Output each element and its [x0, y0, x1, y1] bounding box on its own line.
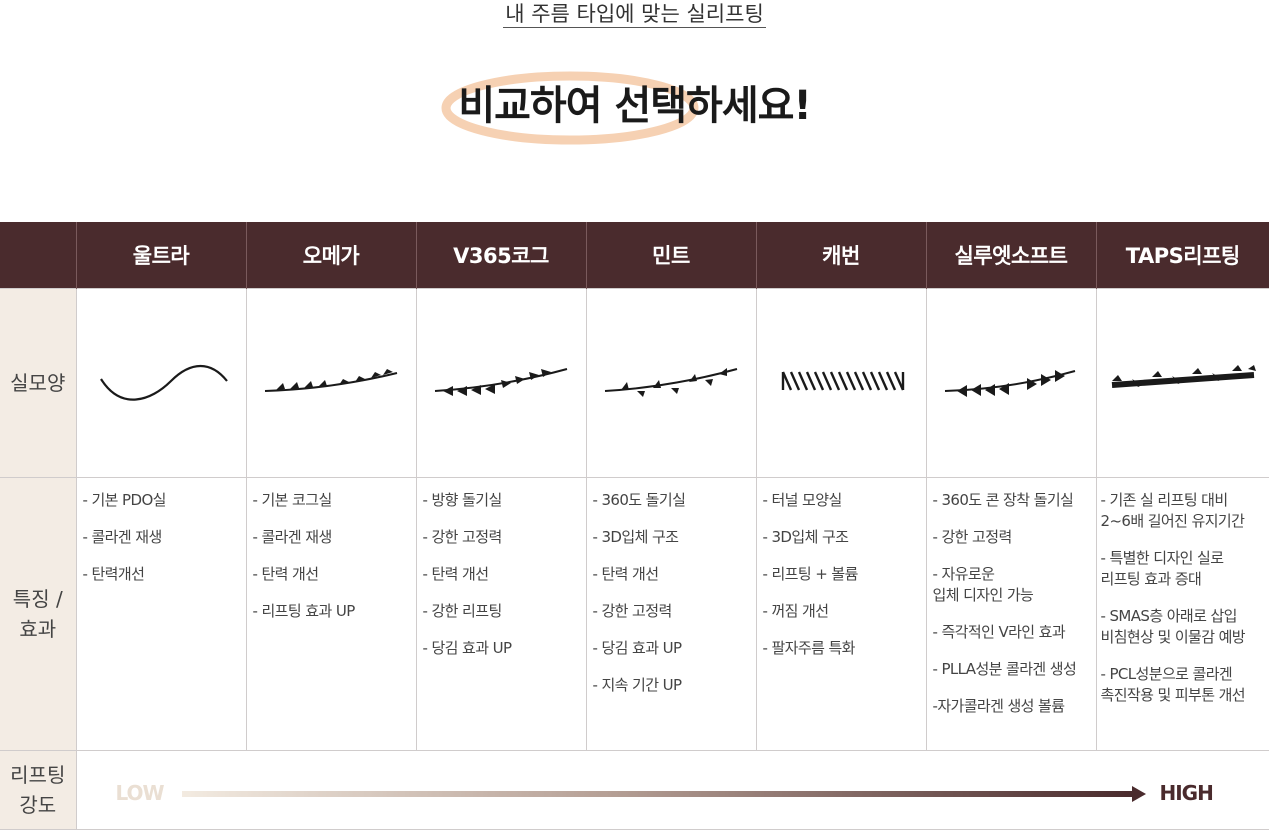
highlight-ellipse-icon: [441, 71, 699, 145]
col-mint: 민트: [585, 222, 756, 289]
feature-item: - 특별한 디자인 실로 리프팅 효과 증대: [1100, 549, 1225, 588]
header-corner: [0, 222, 76, 289]
intensity-scale: LOW HIGH: [75, 750, 1269, 830]
feature-item: - 탄력 개선: [422, 565, 490, 583]
header-row: 울트라 오메가 V365코그 민트 캐번 실루엣소프트 TAPS리프팅: [0, 222, 1269, 289]
subtitle: 내 주름 타입에 맞는 실리프팅: [0, 0, 1269, 28]
feature-cell: - 360도 콘 장착 돌기실 - 강한 고정력 - 자유로운 입체 디자인 가능 -…: [925, 477, 1097, 751]
feature-item: - SMAS층 아래로 삽입 비침현상 및 이물감 예방: [1100, 607, 1246, 646]
shape-cell: [925, 288, 1097, 478]
feature-cell: - 터널 모양실 - 3D입체 구조 - 리프팅 + 볼륨 - 꺼짐 개선 - 팔자주름…: [755, 477, 927, 751]
feature-item: - 방향 돌기실: [422, 491, 503, 509]
intensity-high-label: HIGH: [1159, 781, 1214, 805]
col-v365-cog: V365코그: [415, 222, 586, 289]
feature-list: - 360도 돌기실 - 3D입체 구조 - 탄력 개선 - 강한 고정력 - 당김 효…: [587, 478, 756, 696]
feature-list: - 기본 코그실 - 콜라겐 재생 - 탄력 개선 - 리프팅 효과 UP: [247, 478, 416, 622]
thread-mint-icon: [604, 368, 738, 397]
feature-item: - 강한 고정력: [932, 528, 1013, 546]
feature-list: - 기존 실 리프팅 대비 2~6배 길어진 유지기간 - 특별한 디자인 실로 …: [1097, 478, 1269, 706]
feature-item: - PCL성분으로 콜라겐 촉진작용 및 피부톤 개선: [1100, 665, 1246, 704]
feature-item: - 탄력 개선: [252, 565, 320, 583]
feature-item: - 리프팅 + 볼륨: [762, 565, 859, 583]
feature-cell: - 기본 PDO실 - 콜라겐 재생 - 탄력개선: [75, 477, 247, 751]
col-cavern: 캐번: [755, 222, 926, 289]
row-label-intensity: 리프팅 강도: [0, 750, 77, 830]
feature-item: - 3D입체 구조: [762, 528, 849, 546]
feature-item: - 당김 효과 UP: [592, 639, 683, 657]
shape-cell: [1095, 288, 1269, 478]
subtitle-text: 내 주름 타입에 맞는 실리프팅: [503, 2, 766, 28]
feature-item: - 자유로운 입체 디자인 가능: [932, 565, 1034, 604]
feature-item: - 기존 실 리프팅 대비 2~6배 길어진 유지기간: [1100, 491, 1245, 530]
intensity-row: 리프팅 강도 LOW HIGH: [0, 750, 1269, 830]
thread-silhouette-icon: [944, 370, 1076, 397]
intensity-low-label: LOW: [115, 781, 165, 805]
thread-omega-icon: [264, 369, 398, 392]
col-omega: 오메가: [245, 222, 416, 289]
feature-item: - 터널 모양실: [762, 491, 843, 509]
shape-cell: [415, 288, 587, 478]
thread-plain-icon: [100, 365, 228, 401]
intensity-gradient-line: [181, 791, 1132, 797]
comparison-table: 울트라 오메가 V365코그 민트 캐번 실루엣소프트 TAPS리프팅 실모양: [0, 222, 1269, 830]
thread-v365-icon: [434, 368, 568, 396]
shape-row: 실모양: [0, 288, 1269, 478]
shape-cell: [75, 288, 247, 478]
feature-item: - PLLA성분 콜라겐 생성: [932, 660, 1077, 678]
feature-cell: - 기본 코그실 - 콜라겐 재생 - 탄력 개선 - 리프팅 효과 UP: [245, 477, 417, 751]
feature-item: - 강한 고정력: [422, 528, 503, 546]
feature-item: -자가콜라겐 생성 볼륨: [932, 697, 1066, 715]
thread-cavern-icon: [781, 371, 905, 391]
headline-area: 비교하여 선택하세요!: [0, 62, 1269, 152]
feature-item: - 팔자주름 특화: [762, 639, 856, 657]
feature-item: - 360도 돌기실: [592, 491, 686, 509]
thread-taps-icon: [1111, 365, 1256, 388]
feature-item: - 콜라겐 재생: [82, 528, 163, 546]
page-title: 비교하여 선택하세요!: [458, 83, 811, 129]
feature-item: - 360도 콘 장착 돌기실: [932, 491, 1074, 509]
col-ultra: 울트라: [75, 222, 246, 289]
shape-cell: [585, 288, 757, 478]
feature-item: - 기본 코그실: [252, 491, 333, 509]
feature-item: - 지속 기간 UP: [592, 676, 683, 694]
shape-cell: [245, 288, 417, 478]
feature-item: - 강한 고정력: [592, 602, 673, 620]
feature-list: - 터널 모양실 - 3D입체 구조 - 리프팅 + 볼륨 - 꺼짐 개선 - 팔자주름…: [757, 478, 926, 659]
feature-list: - 기본 PDO실 - 콜라겐 재생 - 탄력개선: [77, 478, 246, 585]
feature-item: - 탄력 개선: [592, 565, 660, 583]
feature-item: - 리프팅 효과 UP: [252, 602, 356, 620]
feature-item: - 콜라겐 재생: [252, 528, 333, 546]
feature-cell: - 기존 실 리프팅 대비 2~6배 길어진 유지기간 - 특별한 디자인 실로 …: [1095, 477, 1269, 751]
feature-list: - 360도 콘 장착 돌기실 - 강한 고정력 - 자유로운 입체 디자인 가능 -…: [927, 478, 1096, 717]
feature-list: - 방향 돌기실 - 강한 고정력 - 탄력 개선 - 강한 리프팅 - 당김 효과 U…: [417, 478, 586, 659]
feature-item: - 즉각적인 V라인 효과: [932, 623, 1066, 641]
feature-item: - 당김 효과 UP: [422, 639, 513, 657]
feature-cell: - 방향 돌기실 - 강한 고정력 - 탄력 개선 - 강한 리프팅 - 당김 효과 U…: [415, 477, 587, 751]
feature-item: - 기본 PDO실: [82, 491, 167, 509]
row-label-feature: 특징 / 효과: [0, 477, 77, 751]
row-label-shape: 실모양: [0, 288, 77, 478]
feature-item: - 강한 리프팅: [422, 602, 503, 620]
feature-item: - 탄력개선: [82, 565, 145, 583]
col-silhouette-soft: 실루엣소프트: [925, 222, 1096, 289]
col-taps-lifting: TAPS리프팅: [1095, 222, 1269, 289]
feature-row: 특징 / 효과 - 기본 PDO실 - 콜라겐 재생 - 탄력개선 - 기본 코그실…: [0, 477, 1269, 751]
feature-cell: - 360도 돌기실 - 3D입체 구조 - 탄력 개선 - 강한 고정력 - 당김 효…: [585, 477, 757, 751]
arrow-right-icon: [1131, 786, 1146, 802]
feature-item: - 3D입체 구조: [592, 528, 679, 546]
shape-cell: [755, 288, 927, 478]
feature-item: - 꺼짐 개선: [762, 602, 830, 620]
